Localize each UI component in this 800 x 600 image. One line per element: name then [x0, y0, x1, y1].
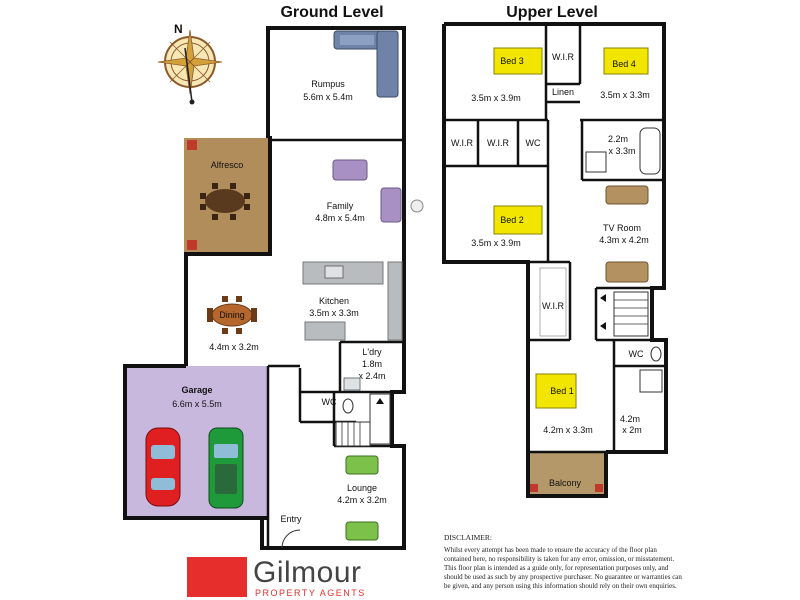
wir-shelf [539, 267, 567, 337]
garage-size: 6.6m x 5.5m [172, 399, 222, 409]
linen-label: Linen [552, 87, 574, 97]
lounge-sofa-icon [345, 455, 379, 475]
kitchen-bench-icon [304, 321, 346, 341]
bed-2-size: 3.5m x 3.9m [471, 238, 521, 248]
plant-icon [530, 484, 538, 492]
dining-label: Dining [219, 310, 245, 320]
wir-main-label: W.I.R [542, 301, 564, 311]
wc-label: WC [322, 397, 337, 407]
bed-3-label: Bed 3 [500, 56, 524, 66]
bed-4-label: Bed 4 [612, 59, 636, 69]
disclaimer-heading: DISCLAIMER: [444, 533, 492, 542]
logo-subtitle: PROPERTY AGENTS [255, 588, 366, 598]
toilet-icon [342, 398, 354, 414]
lounge-label: Lounge [347, 483, 377, 493]
kitchen-label: Kitchen [319, 296, 349, 306]
logo-name: Gilmour [253, 556, 362, 589]
dining-size: 4.4m x 3.2m [209, 342, 259, 352]
upper-interior-walls [444, 24, 666, 454]
upper-stairs [600, 291, 649, 337]
tv-room-label: TV Room [603, 223, 641, 233]
green-car-icon [208, 427, 244, 509]
tv-room-sofa-icon [605, 185, 649, 205]
company-logo: Gilmour PROPERTY AGENTS [187, 557, 387, 599]
alfresco-label: Alfresco [211, 160, 244, 170]
garage-label: Garage [181, 385, 212, 395]
wir-a-label: W.I.R [451, 138, 473, 148]
laundry-size-b: x 2.4m [358, 371, 385, 381]
bathtub-icon [639, 127, 661, 175]
ensuite-size-b: x 2m [622, 425, 642, 435]
bath-size-a: 2.2m [608, 134, 628, 144]
rumpus-size: 5.6m x 5.4m [303, 92, 353, 102]
sink-icon [324, 265, 344, 279]
family-sofa-icon [380, 187, 402, 223]
entry-label: Entry [280, 514, 302, 524]
disclaimer: DISCLAIMER: Whilst every attempt has bee… [444, 533, 684, 591]
family-label: Family [327, 201, 354, 211]
toilet-icon [650, 346, 662, 362]
bed-1-size: 4.2m x 3.3m [543, 425, 593, 435]
bed-2-icon [493, 205, 543, 235]
bed-4-icon [603, 47, 649, 75]
red-car-icon [145, 427, 181, 507]
family-size: 4.8m x 5.4m [315, 213, 365, 223]
tv-room-size: 4.3m x 4.2m [599, 235, 649, 245]
kitchen-bench-icon [387, 261, 403, 341]
lounge-size: 4.2m x 3.2m [337, 495, 387, 505]
plant-icon [187, 240, 197, 250]
bed-1-label: Bed 1 [550, 386, 574, 396]
rumpus-sofa-icon [333, 30, 399, 98]
upper-level-title: Upper Level [506, 4, 598, 21]
disclaimer-body: Whilst every attempt has been made to en… [444, 546, 682, 590]
ground-stairs [335, 393, 391, 447]
plant-icon [187, 140, 197, 150]
bed-3-size: 3.5m x 3.9m [471, 93, 521, 103]
family-sofa-icon [332, 159, 368, 181]
wc-upper-label: WC [526, 138, 541, 148]
ensuite-size-a: 4.2m [620, 414, 640, 424]
alfresco-table-icon [200, 183, 250, 220]
bath-size-b: x 3.3m [608, 146, 635, 156]
plant-icon [595, 484, 603, 492]
laundry-tub-icon [343, 377, 361, 391]
dining-table-icon [207, 296, 257, 334]
ensuite-shower-icon [639, 369, 663, 393]
wc-upper-2-label: WC [629, 349, 644, 359]
tv-room-sofa-icon [605, 261, 649, 283]
tv-unit-icon [410, 199, 424, 213]
wir-b-label: W.I.R [487, 138, 509, 148]
logo-mark [187, 557, 247, 597]
bed-3-icon [493, 47, 543, 75]
bed-1-icon [535, 373, 577, 409]
ground-level-title: Ground Level [280, 4, 383, 21]
entry-door [281, 529, 301, 549]
wir-top-label: W.I.R [552, 52, 574, 62]
laundry-label: L'dry [362, 347, 382, 357]
kitchen-size: 3.5m x 3.3m [309, 308, 359, 318]
compass-icon: N [157, 22, 223, 105]
rumpus-label: Rumpus [311, 79, 345, 89]
bed-4-size: 3.5m x 3.3m [600, 90, 650, 100]
shower-icon [585, 151, 607, 173]
balcony-floor [528, 452, 606, 494]
lounge-sofa-icon [345, 521, 379, 541]
laundry-size-a: 1.8m [362, 359, 382, 369]
compass-north-label: N [174, 22, 183, 36]
balcony-label: Balcony [549, 478, 582, 488]
bed-2-label: Bed 2 [500, 215, 524, 225]
